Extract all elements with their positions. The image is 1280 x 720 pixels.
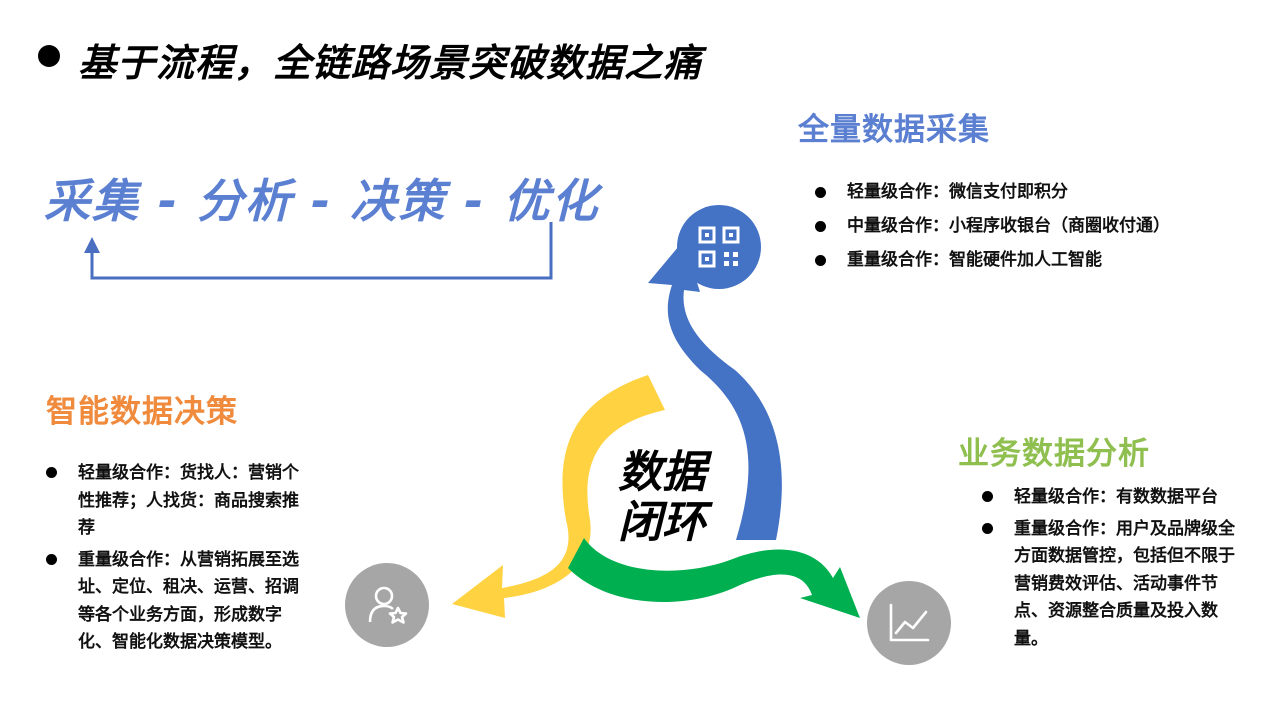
user-star-icon: [368, 586, 408, 624]
center-label-line1: 数据: [618, 447, 706, 498]
qr-code-icon: [698, 226, 740, 268]
title-bullet: [38, 45, 60, 67]
center-label-line2: 闭环: [618, 497, 706, 548]
analysis-list: 轻量级合作：有数数据平台 重量级合作：用户及品牌级全方面数据管控，包括但不限于营…: [982, 484, 1244, 657]
center-label: 数据 闭环: [612, 448, 712, 548]
analysis-item: 重量级合作：用户及品牌级全方面数据管控，包括但不限于营销费效评估、活动事件节点、…: [982, 516, 1244, 654]
section-title-collect: 全量数据采集: [798, 112, 990, 148]
green-arrow: [568, 538, 860, 618]
qr-icon-bg: [677, 205, 761, 289]
collect-item: 中量级合作：小程序收银台（商圈收付通）: [815, 214, 1170, 238]
decision-list: 轻量级合作：货找人：营销个性推荐；人找货：商品搜索推荐 重量级合作：从营销拓展至…: [46, 460, 308, 661]
flow-text: 采集 - 分析 - 决策 - 优化: [44, 174, 600, 228]
section-title-analysis: 业务数据分析: [958, 436, 1150, 472]
page-title: 基于流程，全链路场景突破数据之痛: [78, 41, 703, 85]
section-title-decision: 智能数据决策: [46, 394, 238, 430]
chart-icon-bg: [867, 581, 951, 665]
analysis-item: 轻量级合作：有数数据平台: [982, 484, 1244, 512]
collect-item: 重量级合作：智能硬件加人工智能: [815, 248, 1170, 272]
collect-list: 轻量级合作：微信支付即积分 中量级合作：小程序收银台（商圈收付通） 重量级合作：…: [815, 180, 1170, 282]
blue-arrow: [648, 240, 782, 540]
decision-item: 轻量级合作：货找人：营销个性推荐；人找货：商品搜索推荐: [46, 460, 308, 543]
collect-item: 轻量级合作：微信支付即积分: [815, 180, 1170, 204]
decision-item: 重量级合作：从营销拓展至选址、定位、租决、运营、招调等各个业务方面，形成数字化、…: [46, 547, 308, 657]
feedback-arrow: [84, 222, 553, 280]
line-chart-icon: [889, 603, 930, 642]
yellow-arrow: [452, 375, 665, 618]
